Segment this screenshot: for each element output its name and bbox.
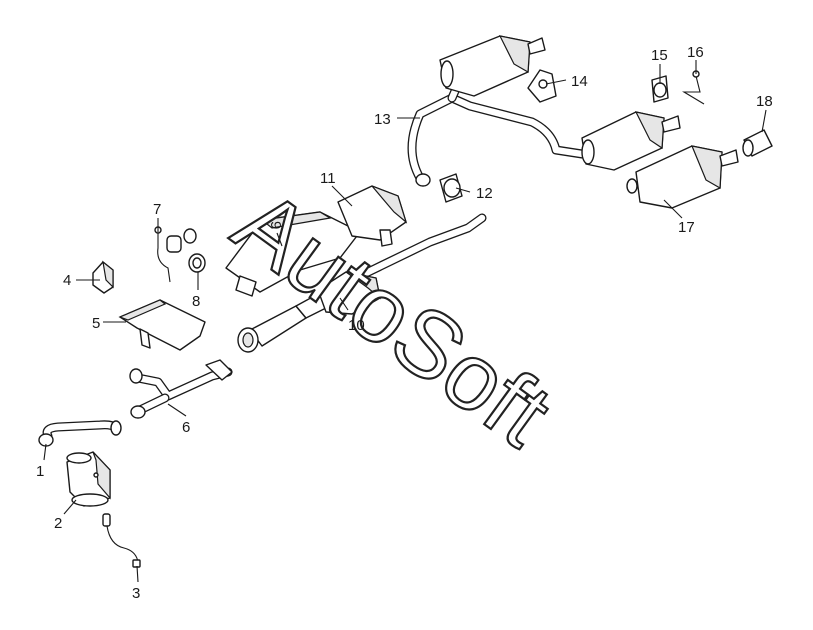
leader-12 xyxy=(455,187,471,193)
part-clamp-12[interactable] xyxy=(439,173,463,203)
leader-6 xyxy=(167,403,187,417)
callouts: 1 2 3 4 5 6 7 8 9 10 11 12 13 14 15 16 1… xyxy=(36,44,773,602)
callout-7: 7 xyxy=(153,201,161,218)
part-heat-shield-rear[interactable] xyxy=(337,185,408,247)
part-oxygen-sensor-front[interactable] xyxy=(102,513,141,568)
callout-12: 12 xyxy=(476,185,493,202)
leader-2 xyxy=(63,499,77,515)
part-hanger-16[interactable] xyxy=(682,70,705,105)
part-catalytic-converter[interactable] xyxy=(66,451,111,507)
callout-17: 17 xyxy=(678,219,695,236)
part-heat-shield-front[interactable] xyxy=(118,299,206,351)
part-bracket[interactable] xyxy=(92,260,114,294)
leader-11 xyxy=(331,185,353,207)
leader-1 xyxy=(43,443,47,461)
part-rear-silencer[interactable] xyxy=(626,145,739,209)
part-rear-y-pipe[interactable] xyxy=(407,79,587,187)
leader-18 xyxy=(761,109,767,133)
callout-6: 6 xyxy=(182,419,190,436)
leader-lines xyxy=(43,60,767,583)
callout-4: 4 xyxy=(63,272,71,289)
callout-5: 5 xyxy=(92,315,100,332)
callout-8: 8 xyxy=(192,293,200,310)
part-heat-shield-mid[interactable] xyxy=(225,211,361,297)
leader-3 xyxy=(136,565,139,583)
callout-18: 18 xyxy=(756,93,773,110)
callout-3: 3 xyxy=(132,585,140,602)
callout-14: 14 xyxy=(571,73,588,90)
callout-10: 10 xyxy=(348,317,365,334)
leader-14 xyxy=(545,79,567,85)
part-centre-silencer[interactable] xyxy=(237,213,487,353)
part-rubber-mount[interactable] xyxy=(651,75,669,103)
part-mounting-bracket[interactable] xyxy=(527,69,557,103)
part-tail-pipe-trim[interactable] xyxy=(742,129,773,157)
callout-9: 9 xyxy=(267,221,284,229)
callout-1: 1 xyxy=(36,463,44,480)
part-rear-muffler-upper[interactable] xyxy=(439,35,546,97)
leader-17 xyxy=(663,199,683,219)
callout-11: 11 xyxy=(320,170,336,187)
callout-13: 13 xyxy=(374,111,391,128)
leader-10 xyxy=(339,297,349,311)
part-rear-muffler-lower[interactable] xyxy=(581,111,681,171)
callout-2: 2 xyxy=(54,515,62,532)
leader-9 xyxy=(276,232,283,247)
callout-16: 16 xyxy=(687,44,704,61)
callout-15: 15 xyxy=(651,47,668,64)
part-intermediate-pipe[interactable] xyxy=(129,359,233,419)
part-clamp[interactable] xyxy=(183,228,206,273)
part-front-pipe[interactable] xyxy=(38,420,122,447)
part-hanger-7[interactable] xyxy=(154,226,182,283)
